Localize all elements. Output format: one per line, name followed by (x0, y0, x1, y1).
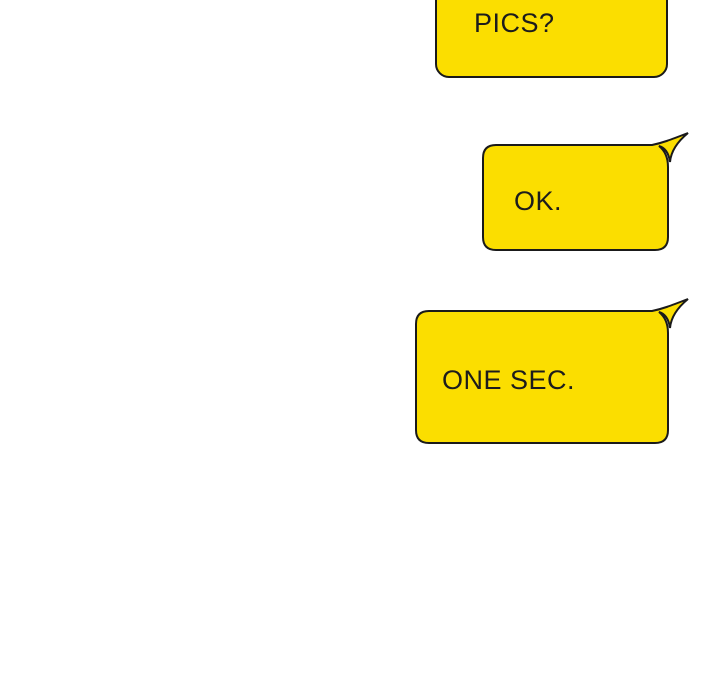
speech-bubble-pics: PICS? (435, 0, 668, 78)
speech-bubble-shape (415, 298, 689, 444)
speech-bubble-text: OK. (514, 186, 563, 216)
speech-bubble-text: PICS? (474, 8, 555, 38)
speech-bubble-one-sec: ONE SEC. (415, 298, 689, 444)
speech-bubble-text: ONE SEC. (442, 365, 576, 395)
speech-bubble-ok: OK. (482, 132, 689, 251)
speech-bubble-shape (482, 132, 689, 251)
